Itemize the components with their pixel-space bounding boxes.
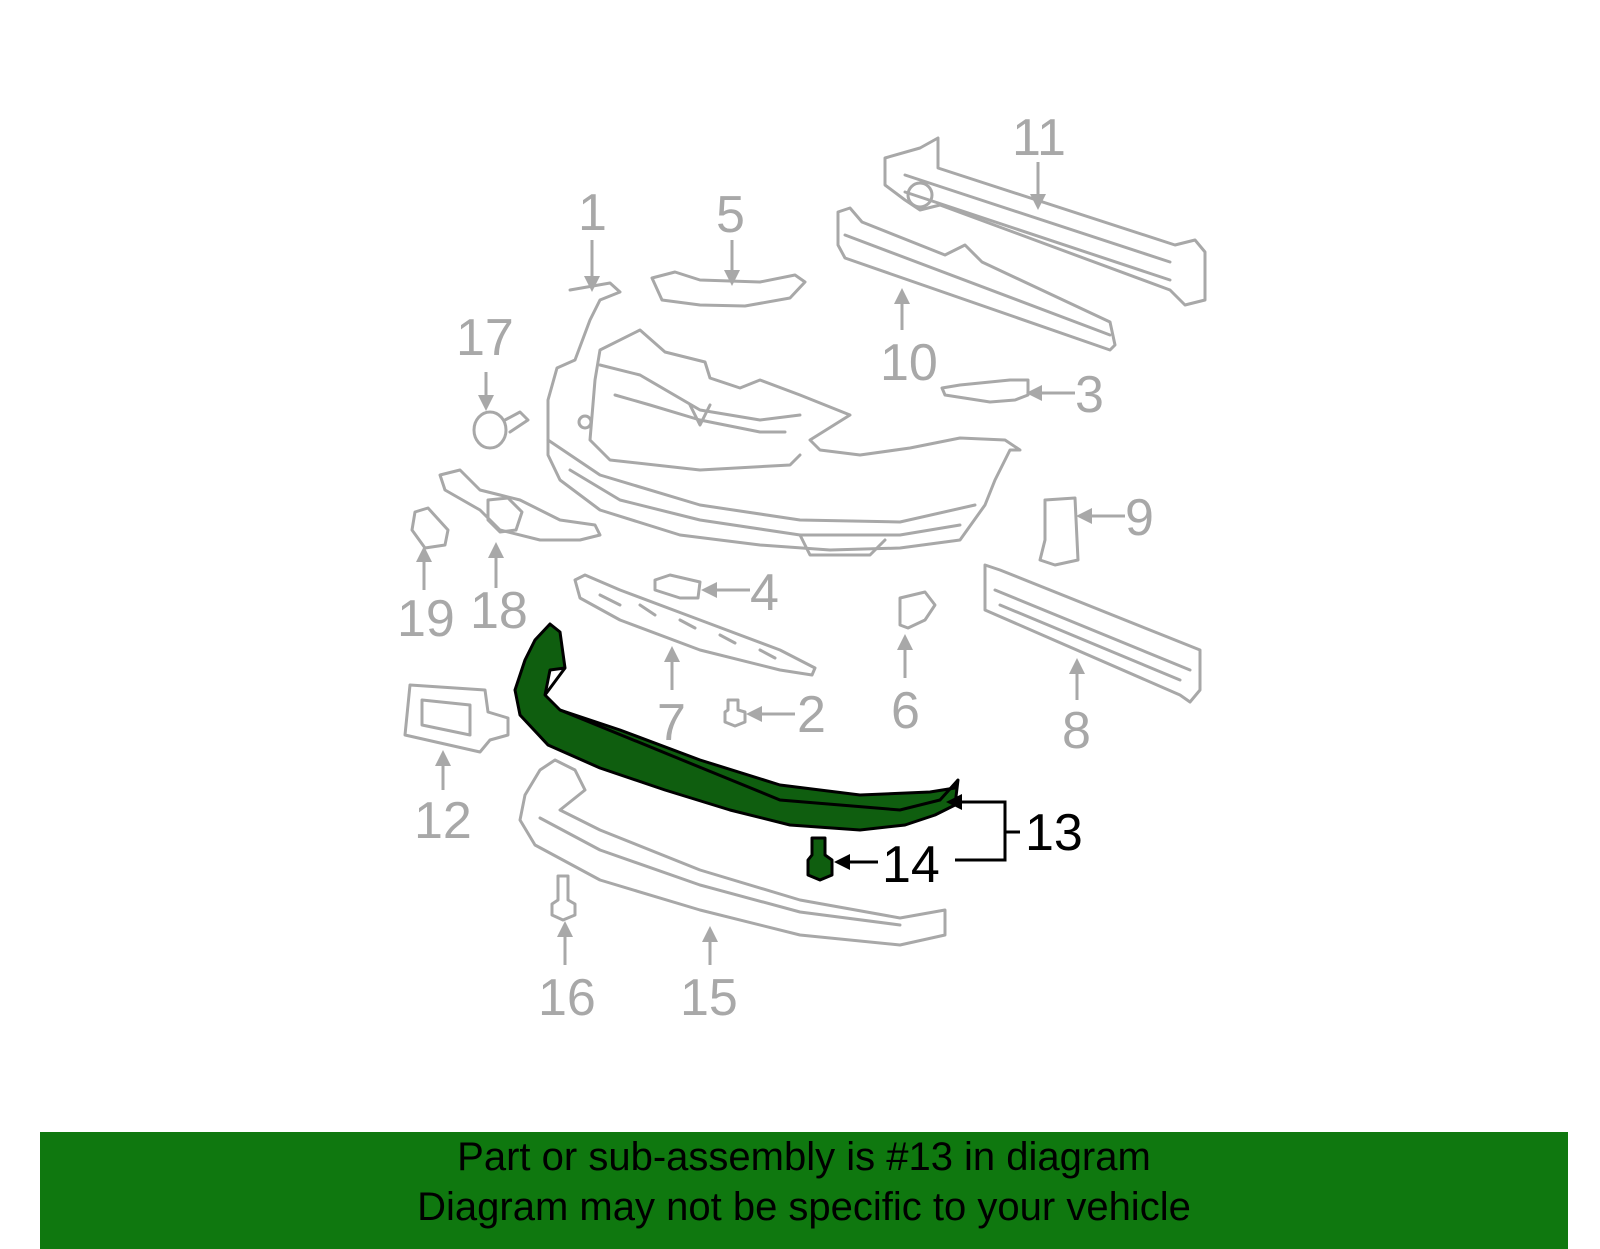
part-9-bracket — [1038, 496, 1080, 567]
callout-3: 3 — [1075, 366, 1104, 424]
callout-10: 10 — [880, 334, 938, 392]
part-3-bracket — [940, 378, 1030, 404]
banner-line-2: Diagram may not be specific to your vehi… — [417, 1185, 1191, 1229]
callout-12: 12 — [414, 792, 472, 850]
callout-8: 8 — [1062, 702, 1091, 760]
part-7-absorber — [573, 573, 817, 677]
callout-4: 4 — [750, 564, 779, 622]
part-8-grille — [983, 563, 1202, 704]
callout-11: 11 — [1012, 109, 1066, 167]
callout-labels: 1 2 3 4 5 6 7 8 9 10 11 12 13 14 15 16 1… — [397, 109, 1154, 1027]
leader-arrows — [416, 162, 1125, 965]
callout-6: 6 — [891, 682, 920, 740]
part-5-molding — [650, 270, 807, 308]
part-16-bolt — [550, 874, 577, 922]
part-14-bolt — [806, 836, 834, 882]
callout-9: 9 — [1125, 489, 1154, 547]
callout-1: 1 — [578, 184, 607, 242]
part-12-bracket — [403, 683, 510, 754]
callout-14: 14 — [882, 836, 940, 894]
callout-5: 5 — [716, 186, 745, 244]
callout-19: 19 — [397, 590, 455, 648]
part-19-cover — [410, 506, 450, 550]
callout-15: 15 — [680, 969, 738, 1027]
callout-17: 17 — [456, 309, 514, 367]
part-6-bracket — [898, 590, 937, 630]
part-17-clip — [472, 410, 530, 450]
part-11-reinforcement-beam — [883, 136, 1207, 307]
part-1-bumper-cover — [546, 281, 1022, 557]
callout-2: 2 — [797, 686, 826, 744]
callout-13: 13 — [1025, 804, 1083, 862]
part-15-lower-lip — [518, 758, 947, 947]
part-18-bracket — [438, 468, 602, 542]
info-banner: Part or sub-assembly is #13 in diagram D… — [40, 1132, 1568, 1249]
part-2-bolt — [723, 698, 747, 728]
callout-16: 16 — [538, 969, 596, 1027]
callout-7: 7 — [657, 694, 686, 752]
callout-18: 18 — [470, 582, 528, 640]
leader-13-14 — [834, 794, 1020, 870]
part-4-bracket — [653, 573, 702, 600]
banner-line-1: Part or sub-assembly is #13 in diagram — [457, 1135, 1151, 1179]
part-10-absorber — [836, 206, 1117, 352]
